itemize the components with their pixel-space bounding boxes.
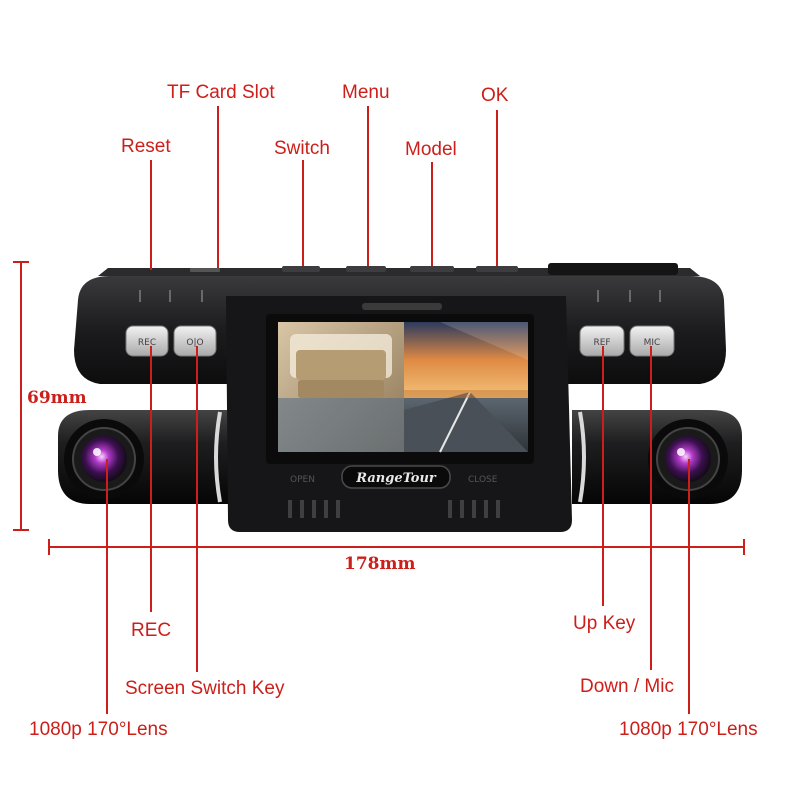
screen-switch-key-label: Screen Switch Key (125, 678, 285, 699)
ok-slot (476, 266, 518, 272)
top-vents (139, 290, 661, 302)
tf-card-slot-label: TF Card Slot (167, 82, 275, 103)
bottom-vents (288, 500, 500, 518)
model-slot (410, 266, 454, 272)
left-lens-label: 1080p 170°Lens (29, 719, 168, 740)
svg-text:REC: REC (138, 338, 156, 348)
right-lens-label: 1080p 170°Lens (619, 719, 758, 740)
switch-slot (282, 266, 320, 272)
svg-text:O|O: O|O (186, 338, 203, 348)
reset-label: Reset (121, 136, 171, 157)
dashcam-body: RangeTour OPEN CLOSE REC O|O REF MIC (58, 263, 742, 532)
callout-lines (106, 106, 690, 714)
width-dimension-label: 178mm (344, 554, 416, 574)
menu-label: Menu (342, 82, 390, 103)
tf-card-slot (190, 268, 220, 272)
height-dimension-label: 69mm (27, 388, 87, 408)
left-lens (64, 419, 144, 499)
screen-switch-button[interactable]: O|O (173, 325, 217, 357)
screen-road-view (404, 322, 528, 398)
brand-plate (341, 465, 451, 489)
svg-text:MIC: MIC (644, 338, 661, 348)
rec-button[interactable]: REC (125, 325, 169, 357)
menu-slot (346, 266, 386, 272)
close-label: CLOSE (468, 475, 498, 485)
down-mic-label: Down / Mic (580, 676, 674, 697)
speaker-grille (362, 303, 442, 310)
rec-label: REC (131, 620, 172, 641)
screen (278, 322, 528, 453)
ok-label: OK (481, 85, 509, 106)
height-dimension (13, 261, 29, 531)
open-label: OPEN (290, 475, 315, 485)
width-dimension (48, 539, 745, 555)
up-key-label: Up Key (573, 613, 636, 634)
up-key-button[interactable]: REF (579, 325, 625, 357)
brand-logo: RangeTour (355, 471, 437, 486)
svg-text:REF: REF (593, 338, 610, 348)
model-label: Model (405, 139, 457, 160)
switch-label: Switch (274, 138, 330, 159)
